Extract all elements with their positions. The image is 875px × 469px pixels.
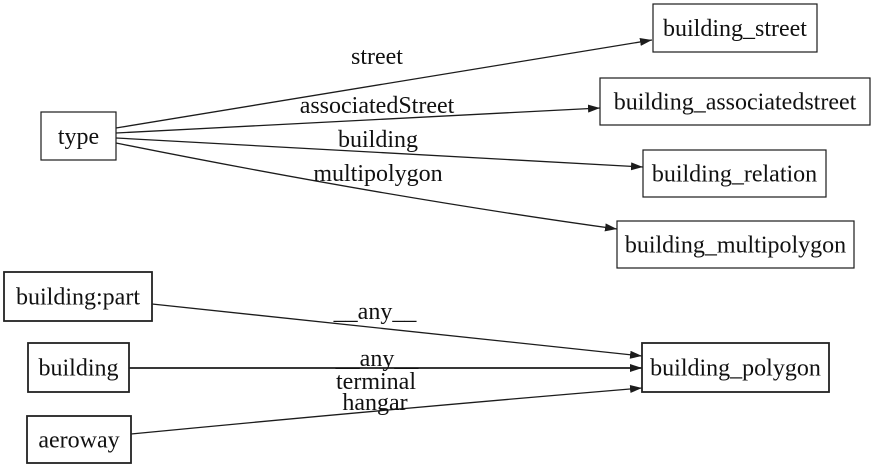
node-group: type building_street building_associated…	[3, 3, 871, 464]
node-building-polygon: building_polygon	[641, 342, 830, 393]
node-type-label: type	[58, 124, 99, 150]
node-building-part: building:part	[3, 271, 153, 322]
edge-label-any-2: __any__	[335, 346, 420, 372]
node-building-part-label: building:part	[16, 285, 140, 311]
edge-type-to-building-street	[115, 37, 653, 129]
node-building-multipolygon-box	[616, 220, 855, 269]
node-building-multipolygon: building_multipolygon	[616, 220, 855, 269]
node-building-street-label: building_street	[663, 16, 807, 42]
node-building-label: building	[38, 356, 118, 382]
node-type: type	[40, 111, 117, 161]
edge-group	[115, 37, 653, 435]
edge-label-building: building	[338, 127, 418, 153]
node-building: building	[27, 342, 130, 393]
node-building-street-box	[652, 3, 818, 53]
node-aeroway-label: aeroway	[38, 428, 119, 454]
edge-label-street: street	[351, 44, 403, 70]
edge-label-associatedstreet: associatedStreet	[300, 93, 455, 119]
node-building-street: building_street	[652, 3, 818, 53]
node-building-relation: building_relation	[642, 149, 827, 198]
edge-label-any-1: __any__	[333, 299, 418, 325]
node-building-multipolygon-label: building_multipolygon	[625, 233, 846, 259]
edge-label-terminal: terminal	[336, 369, 416, 395]
node-type-box	[40, 111, 117, 161]
node-building-relation-label: building_relation	[652, 162, 817, 188]
edge-label-hangar: hangar	[342, 390, 407, 416]
node-building-part-box	[3, 271, 153, 322]
edge-label-group: street associatedStreet building multipo…	[300, 44, 455, 416]
node-building-polygon-label: building_polygon	[650, 356, 821, 382]
edge-label-multipolygon: multipolygon	[313, 161, 442, 187]
node-building-associatedstreet: building_associatedstreet	[599, 77, 871, 126]
edge-type-to-building-multipolygon	[115, 142, 618, 232]
edge-type-to-building-associatedstreet	[115, 104, 601, 134]
node-aeroway: aeroway	[26, 415, 132, 464]
node-building-associatedstreet-label: building_associatedstreet	[614, 90, 857, 116]
edge-building-part-to-building-polygon	[151, 303, 643, 359]
node-building-polygon-box	[641, 342, 830, 393]
node-aeroway-box	[26, 415, 132, 464]
edge-aeroway-to-building-polygon	[130, 385, 643, 435]
edge-type-to-building-relation	[115, 137, 644, 171]
node-building-associatedstreet-box	[599, 77, 871, 126]
node-building-box	[27, 342, 130, 393]
node-building-relation-box	[642, 149, 827, 198]
